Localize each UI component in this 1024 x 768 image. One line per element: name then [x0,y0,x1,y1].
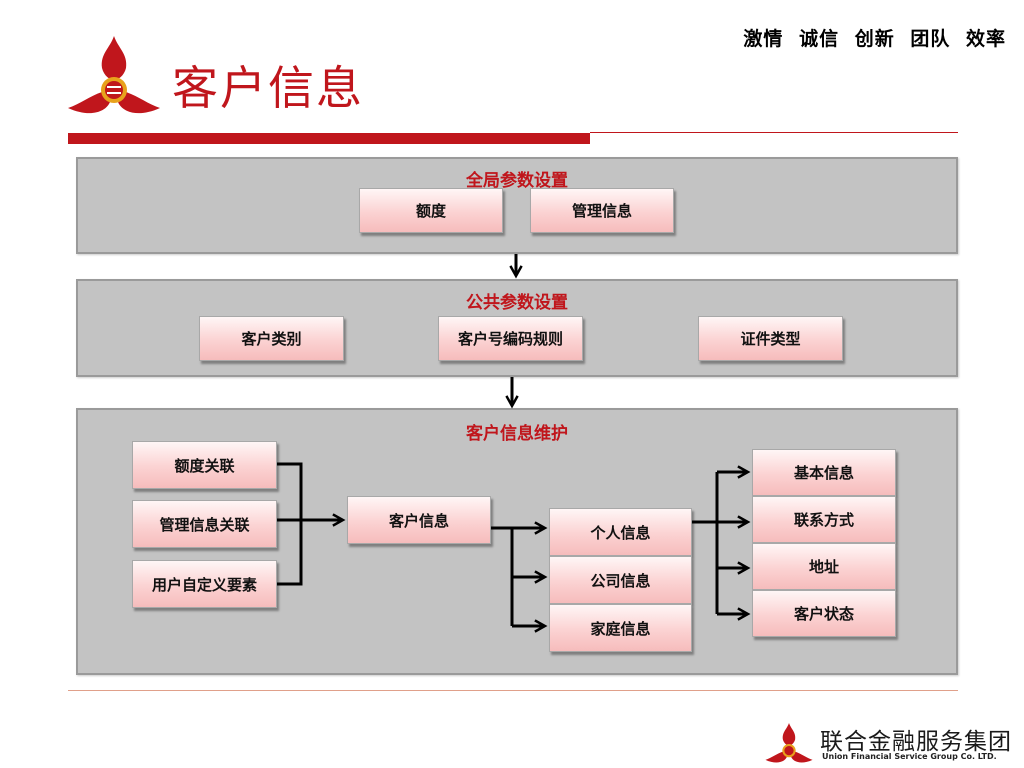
quota-link-box: 额度关联 [132,441,277,489]
customer-info-box: 客户信息 [347,496,491,544]
public-settings-title: 公共参数设置 [466,293,568,313]
global-settings-title: 全局参数设置 [466,171,568,191]
page-title: 客户信息 [172,61,364,115]
user-defined-element-box: 用户自定义要素 [132,560,277,608]
title-underline [68,133,590,144]
contact-box: 联系方式 [752,496,896,543]
slogan-word: 创新 [854,28,895,50]
footer-divider [68,690,958,691]
family-info-box: 家庭信息 [549,604,692,652]
customer-status-box: 客户状态 [752,590,896,637]
company-info-box: 公司信息 [549,556,692,604]
slogan-word: 诚信 [799,28,840,50]
slogan-word: 激情 [743,28,784,50]
personal-info-box: 个人信息 [549,508,692,556]
title-underline-thin [590,132,958,133]
customer-category-box: 客户类别 [199,316,344,361]
company-name-english: Union Financial Service Group Co. LTD. [822,752,997,761]
quota-box: 额度 [359,188,503,233]
slogan-word: 团队 [910,28,951,50]
customer-maintenance-title: 客户信息维护 [466,424,568,444]
customer-number-rule-box: 客户号编码规则 [438,316,583,361]
slogan-word: 效率 [965,28,1006,50]
slogan: 激情 诚信 创新 团队 效率 [743,24,1006,51]
basic-info-box: 基本信息 [752,449,896,496]
global-settings-panel: 全局参数设置 [76,157,958,254]
management-info-link-box: 管理信息关联 [132,500,277,548]
id-type-box: 证件类型 [698,316,843,361]
footer-logo-icon [765,723,813,763]
management-info-box: 管理信息 [530,188,674,233]
address-box: 地址 [752,543,896,590]
company-logo-icon [68,36,160,114]
company-name: 联合金融服务集团 [820,729,1012,755]
